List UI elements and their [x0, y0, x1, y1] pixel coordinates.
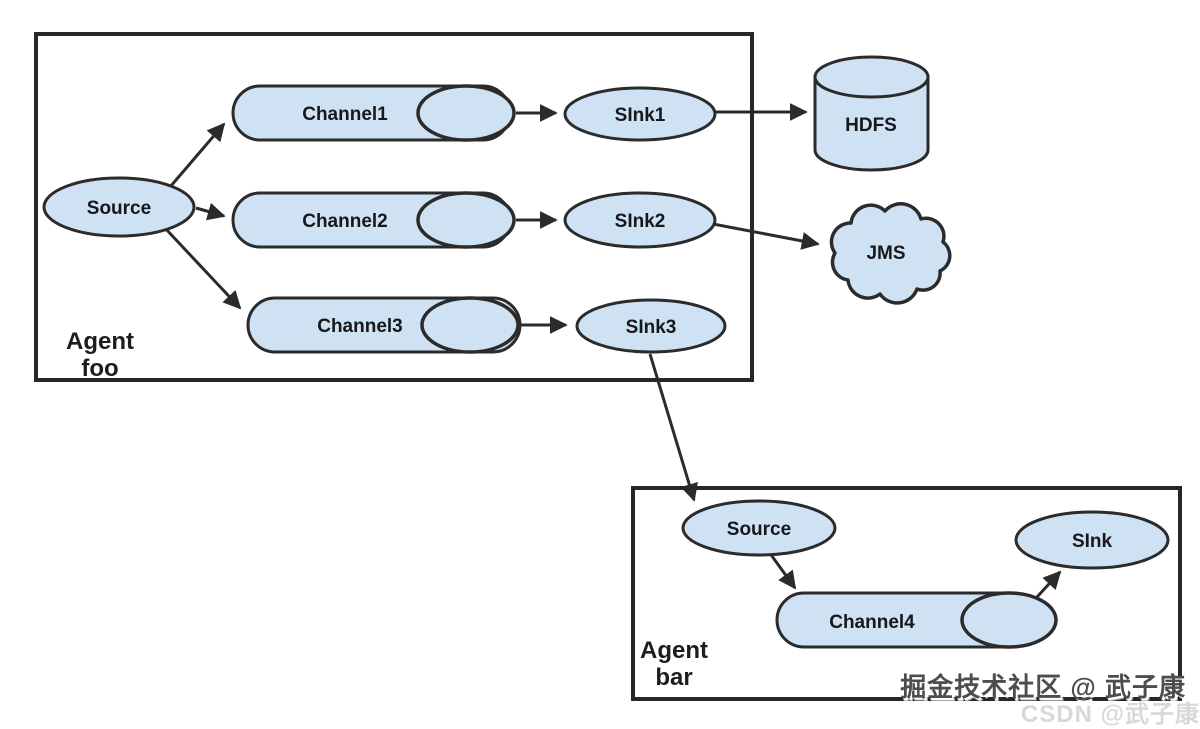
bar-source-node: Source — [681, 499, 837, 557]
sink3-label: SInk3 — [626, 317, 677, 338]
jms-node: JMS — [829, 202, 952, 305]
sink3-node: SInk3 — [575, 298, 727, 354]
arrow-channel4-to-bar-sink — [1035, 570, 1062, 599]
channel4-label: Channel4 — [829, 612, 915, 633]
channel3-label: Channel3 — [317, 316, 403, 337]
jms-label: JMS — [866, 243, 905, 264]
arrow-sink2-to-jms — [712, 222, 820, 250]
bar-sink-node: SInk — [1014, 510, 1170, 570]
foo-source-label: Source — [87, 198, 151, 219]
channel2-label: Channel2 — [302, 211, 388, 232]
channel1-node: Channel1 — [231, 84, 516, 142]
arrow-source-to-channel3 — [162, 225, 242, 310]
hdfs-cylinder-body — [813, 75, 930, 172]
bar-sink-ellipse — [1014, 510, 1170, 570]
bar-sink-label: SInk — [1072, 531, 1113, 552]
agent-foo-box — [34, 32, 754, 382]
sink3-ellipse — [575, 298, 727, 354]
agent-bar-box — [631, 486, 1182, 701]
arrow-sink3-to-bar-source — [648, 353, 698, 502]
sink1-node: SInk1 — [563, 86, 717, 142]
channel1-cap-ellipse — [416, 84, 516, 142]
jms-cloud-shape — [829, 202, 952, 305]
sink2-ellipse — [563, 191, 717, 249]
channel3-cap-ellipse — [420, 296, 520, 354]
bar-source-ellipse — [681, 499, 837, 557]
channel3-node: Channel3 — [246, 296, 522, 354]
agent-foo-label-line1: Agent — [66, 328, 134, 355]
agent-bar-label-line2: bar — [655, 664, 692, 691]
sink2-label: SInk2 — [615, 211, 666, 232]
arrow-source-to-channel1 — [168, 122, 226, 188]
channel2-node: Channel2 — [231, 191, 516, 249]
channel1-label: Channel1 — [302, 104, 388, 125]
channel4-node: Channel4 — [775, 591, 1058, 649]
foo-source-node: Source — [42, 176, 196, 238]
agent-foo-label-line2: foo — [81, 355, 118, 382]
channel2-cap-ellipse — [416, 191, 516, 249]
bar-source-label: Source — [727, 519, 791, 540]
foo-source-ellipse — [42, 176, 196, 238]
agent-bar-group: Agent bar — [631, 486, 1182, 701]
sink1-label: SInk1 — [615, 105, 666, 126]
sink2-node: SInk2 — [563, 191, 717, 249]
channel4-cap-ellipse — [960, 591, 1058, 649]
agent-bar-label-line1: Agent — [640, 637, 708, 664]
hdfs-node: HDFS — [813, 55, 930, 172]
watermark-juejin: 掘金技术社区 @ 武子康 — [900, 672, 1186, 702]
arrow-source-to-channel2 — [195, 202, 226, 221]
arrow-bar-source-to-channel4 — [767, 551, 797, 590]
arrows — [162, 103, 1062, 599]
hdfs-label: HDFS — [845, 115, 897, 136]
sink1-ellipse — [563, 86, 717, 142]
agent-foo-group: Agent foo — [34, 32, 754, 382]
hdfs-cylinder-top — [813, 55, 930, 99]
